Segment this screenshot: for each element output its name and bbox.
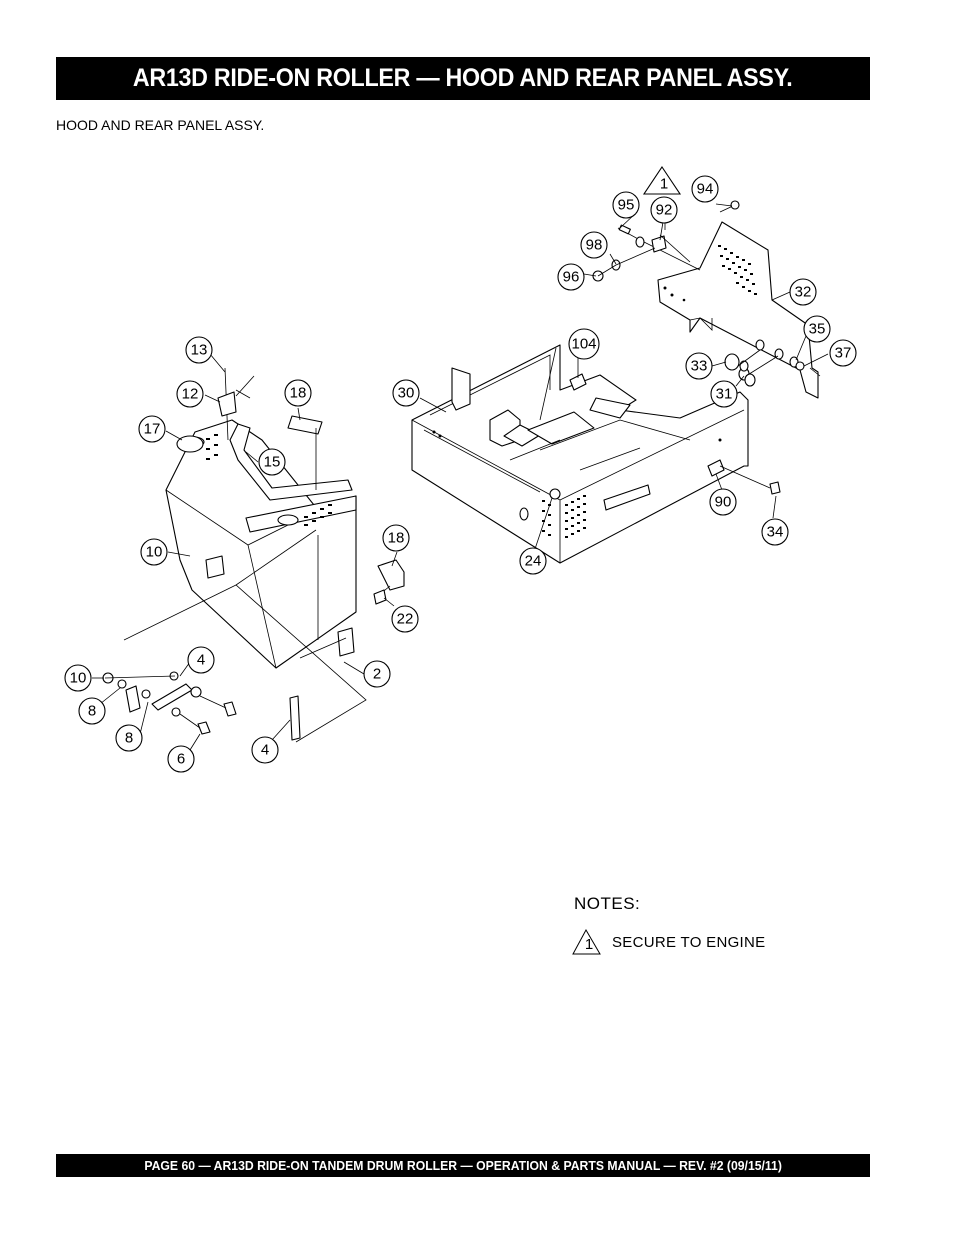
callout-34: 34 [761, 518, 789, 546]
svg-text:31: 31 [716, 386, 733, 403]
rear-panel-assembly [592, 200, 821, 399]
svg-text:4: 4 [261, 742, 269, 759]
callout-8-left: 8 [78, 697, 106, 725]
page-title-bar: AR13D RIDE-ON ROLLER — HOOD AND REAR PAN… [56, 57, 870, 100]
svg-text:96: 96 [563, 269, 580, 286]
svg-text:18: 18 [290, 385, 307, 402]
callout-37: 37 [829, 339, 857, 367]
svg-text:95: 95 [618, 197, 635, 214]
callout-17: 17 [138, 415, 166, 443]
part-callouts: 1 94 95 92 98 96 32 35 37 33 31 104 13 1… [64, 166, 857, 773]
callout-95: 95 [612, 191, 640, 219]
exploded-parts-diagram: 1 94 95 92 98 96 32 35 37 33 31 104 13 1… [64, 166, 857, 773]
callout-10-hood: 10 [140, 538, 168, 566]
svg-text:37: 37 [835, 345, 852, 362]
svg-text:22: 22 [397, 611, 414, 628]
svg-text:15: 15 [264, 454, 281, 471]
callout-98: 98 [580, 231, 608, 259]
page-footer-bar: PAGE 60 — AR13D RIDE-ON TANDEM DRUM ROLL… [56, 1154, 870, 1177]
svg-text:2: 2 [373, 666, 381, 683]
svg-text:6: 6 [177, 751, 185, 768]
notes-heading: NOTES: [574, 894, 641, 913]
callout-18-right: 18 [382, 524, 410, 552]
svg-text:1: 1 [585, 936, 593, 953]
svg-text:8: 8 [125, 730, 133, 747]
callout-96: 96 [557, 263, 585, 291]
svg-text:34: 34 [767, 524, 784, 541]
callout-note-1-triangle: 1 [642, 166, 682, 195]
callout-8-center: 8 [115, 724, 143, 752]
callout-22: 22 [391, 605, 419, 633]
svg-text:1: 1 [660, 176, 668, 193]
svg-text:12: 12 [182, 386, 199, 403]
note-triangle-marker: 1 [572, 928, 602, 955]
svg-text:18: 18 [388, 530, 405, 547]
page-footer-text: PAGE 60 — AR13D RIDE-ON TANDEM DRUM ROLL… [144, 1158, 782, 1173]
svg-text:90: 90 [715, 494, 732, 511]
svg-text:10: 10 [146, 544, 163, 561]
callout-104: 104 [568, 328, 600, 360]
svg-text:35: 35 [809, 321, 826, 338]
svg-text:13: 13 [191, 342, 208, 359]
callout-18-top: 18 [284, 379, 312, 407]
callout-32: 32 [789, 278, 817, 306]
callout-33: 33 [685, 352, 713, 380]
svg-text:4: 4 [197, 652, 205, 669]
svg-text:32: 32 [795, 284, 812, 301]
svg-text:30: 30 [398, 385, 415, 402]
callout-2: 2 [363, 660, 391, 688]
svg-text:104: 104 [571, 336, 596, 353]
svg-text:98: 98 [586, 237, 603, 254]
svg-text:8: 8 [88, 703, 96, 720]
page-title: AR13D RIDE-ON ROLLER — HOOD AND REAR PAN… [133, 64, 793, 92]
svg-text:24: 24 [525, 553, 542, 570]
callout-30: 30 [392, 379, 420, 407]
hood-assembly [102, 367, 405, 743]
callout-15: 15 [258, 448, 286, 476]
section-caption: HOOD AND REAR PANEL ASSY. [56, 117, 265, 133]
callout-92: 92 [650, 196, 678, 224]
svg-text:10: 10 [70, 670, 87, 687]
svg-text:17: 17 [144, 421, 161, 438]
note-item: 1 SECURE TO ENGINE [572, 928, 766, 955]
callout-10-lower: 10 [64, 664, 92, 692]
callout-94: 94 [691, 175, 719, 203]
callout-12: 12 [176, 380, 204, 408]
callout-31: 31 [710, 380, 738, 408]
main-frame-assembly [411, 344, 781, 564]
callout-4-lower: 4 [251, 736, 279, 764]
svg-text:94: 94 [697, 181, 714, 198]
callout-4-top: 4 [187, 646, 215, 674]
callout-6: 6 [167, 745, 195, 773]
callout-24: 24 [519, 547, 547, 575]
callout-13: 13 [185, 336, 213, 364]
callout-90: 90 [709, 488, 737, 516]
callout-35: 35 [803, 315, 831, 343]
note-text: SECURE TO ENGINE [612, 933, 766, 951]
svg-text:33: 33 [691, 358, 708, 375]
svg-text:92: 92 [656, 202, 673, 219]
